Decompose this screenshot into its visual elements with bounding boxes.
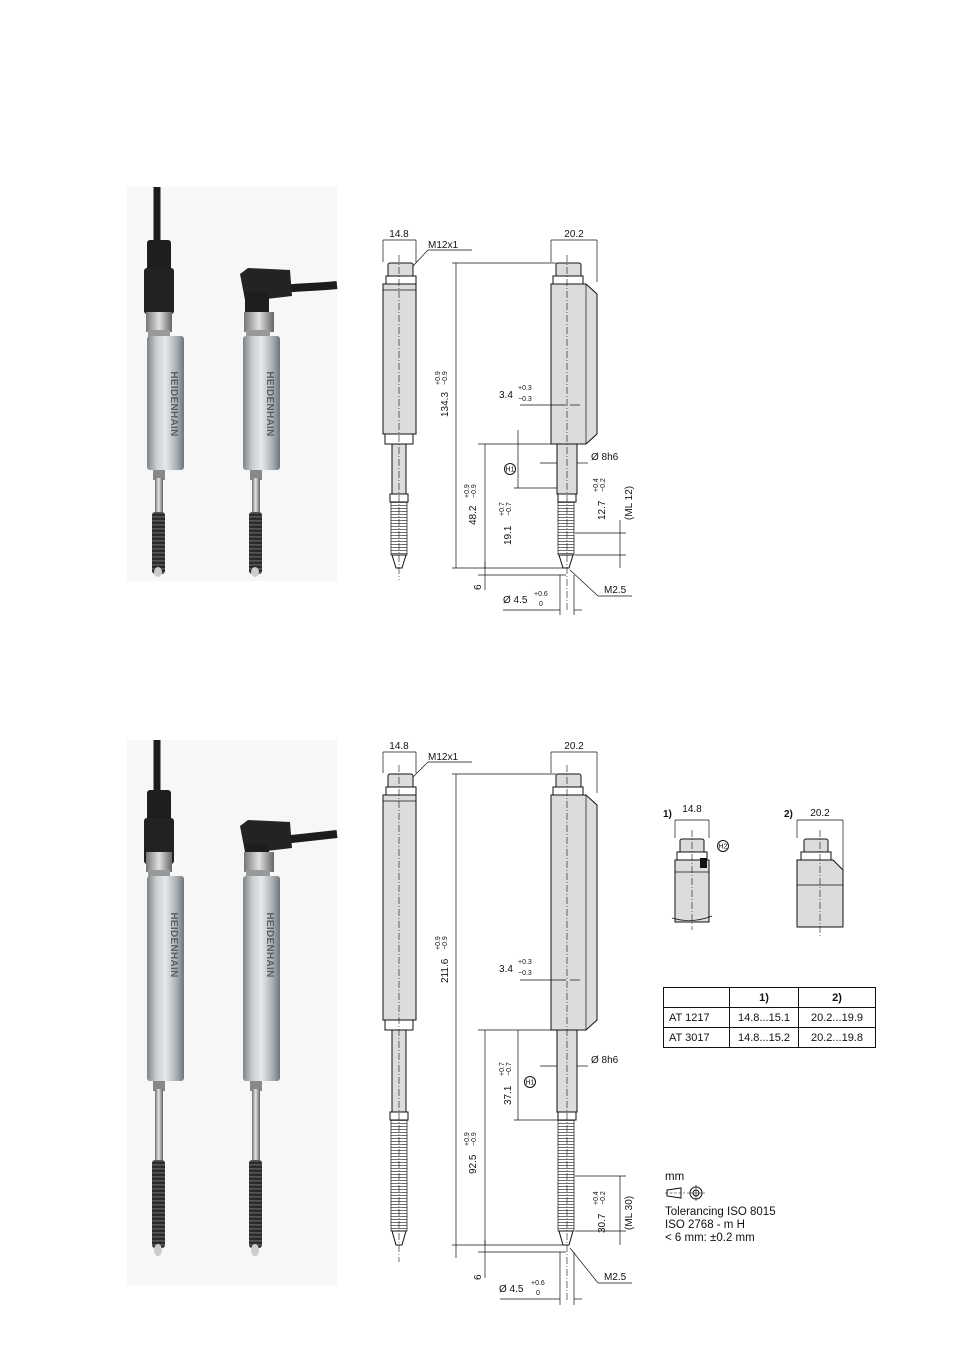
dim-length-total: 211.6 xyxy=(440,958,451,983)
dim-shaft-diameter: Ø 8h6 xyxy=(591,452,619,463)
table-header-row: 1) 2) xyxy=(663,987,876,1008)
table-cell: 14.8...15.2 xyxy=(729,1027,799,1048)
dim-clamp-tol-minus: −0.7 xyxy=(506,502,513,516)
dim-shaft-diameter: Ø 8h6 xyxy=(591,1055,619,1066)
table-cell: 20.2...19.8 xyxy=(798,1027,876,1048)
table-row: AT 3017 14.8...15.2 20.2...19.8 xyxy=(663,1027,876,1048)
dim-offset: 3.4 xyxy=(499,964,513,975)
table-header-cell: 2) xyxy=(798,987,876,1008)
brand-logo-text: HEIDENHAIN xyxy=(168,912,179,977)
dim-measure-tol-minus: −0.2 xyxy=(600,478,607,492)
detail-1-marker: H2 xyxy=(719,844,728,851)
dim-tip-tol-plus: +0.6 xyxy=(534,591,548,598)
dim-clamp-tol-plus: +0.7 xyxy=(499,502,506,516)
table-cell: 20.2...19.9 xyxy=(798,1007,876,1028)
label-thread: M12x1 xyxy=(428,240,458,251)
table-header-cell: 1) xyxy=(729,987,799,1008)
detail-2-label: 2) xyxy=(784,809,793,820)
dim-offset-tol-plus: +0.3 xyxy=(518,959,532,966)
dim-width-right: 20.2 xyxy=(564,741,584,752)
label-thread: M12x1 xyxy=(428,752,458,763)
legend-line-1: Tolerancing ISO 8015 xyxy=(665,1206,776,1218)
dim-tip-tol-minus: 0 xyxy=(539,601,543,608)
dim-stroke-tol-minus: −0.9 xyxy=(471,484,478,498)
dim-width-left: 14.8 xyxy=(389,741,409,752)
photo-probe-angled-top: HEIDENHAIN xyxy=(215,187,338,581)
dim-offset: 3.4 xyxy=(499,390,513,401)
dim-stroke-tol-plus: +0.9 xyxy=(464,1132,471,1146)
legend-line-2: ISO 2768 - m H xyxy=(665,1219,745,1231)
photo-probe-angled-bottom: HEIDENHAIN xyxy=(215,740,338,1285)
dim-length-total-tol-minus: −0.9 xyxy=(442,936,449,950)
detail-1-label: 1) xyxy=(663,809,672,820)
projection-symbol-icon xyxy=(665,1185,705,1201)
dim-length-total-tol-plus: +0.9 xyxy=(435,371,442,385)
datum-marker: H1 xyxy=(506,467,515,474)
dim-offset-tol-minus: −0.3 xyxy=(518,396,532,403)
dim-clamp-length: 37.1 xyxy=(503,1085,514,1105)
dim-stroke-length: 92.5 xyxy=(468,1154,479,1174)
photo-probe-straight-bottom: HEIDENHAIN xyxy=(127,740,215,1285)
dim-offset-tol-minus: −0.3 xyxy=(518,970,532,977)
tolerance-legend: mm Tolerancing ISO 8015 ISO 2768 - m H <… xyxy=(665,1171,776,1245)
brand-logo-text: HEIDENHAIN xyxy=(168,371,179,436)
table-row: AT 1217 14.8...15.1 20.2...19.9 xyxy=(663,1007,876,1028)
table-cell: 14.8...15.1 xyxy=(729,1007,799,1028)
variant-table: 1) 2) AT 1217 14.8...15.1 20.2...19.9 AT… xyxy=(663,987,876,1048)
table-cell: AT 3017 xyxy=(663,1027,730,1048)
label-tip-thread: M2.5 xyxy=(604,1272,627,1283)
dim-length-total: 134.3 xyxy=(440,392,451,417)
dim-length-total-tol-plus: +0.9 xyxy=(435,936,442,950)
dim-tip-diameter: Ø 4.5 xyxy=(499,1284,524,1295)
dim-measure-length: 12.7 xyxy=(597,500,608,520)
dim-width-left: 14.8 xyxy=(389,229,409,240)
dim-clamp-tol-plus: +0.7 xyxy=(499,1062,506,1076)
dim-length-total-tol-minus: −0.9 xyxy=(442,371,449,385)
dim-stroke-tol-minus: −0.9 xyxy=(471,1132,478,1146)
table-cell: AT 1217 xyxy=(663,1007,730,1028)
detail-1-width: 14.8 xyxy=(682,804,702,815)
dim-width-right: 20.2 xyxy=(564,229,584,240)
dim-stroke-tol-plus: +0.9 xyxy=(464,484,471,498)
dim-measure-tol-plus: +0.4 xyxy=(593,478,600,492)
label-measuring-length: (ML 12) xyxy=(624,486,635,520)
datum-marker: H1 xyxy=(526,1080,535,1087)
label-measuring-length: (ML 30) xyxy=(624,1196,635,1230)
detail-2-width: 20.2 xyxy=(810,808,830,819)
legend-line-3: < 6 mm: ±0.2 mm xyxy=(665,1232,755,1244)
dim-tip-diameter: Ø 4.5 xyxy=(503,595,528,606)
dimension-drawing-bottom: 14.8 20.2 M12x1 211.6 +0.9 −0.9 3.4 +0.3… xyxy=(382,741,635,1305)
dim-tip-offset: 6 xyxy=(473,584,484,590)
dim-tip-tol-plus: +0.6 xyxy=(531,1280,545,1287)
dim-measure-tol-minus: −0.2 xyxy=(600,1191,607,1205)
dim-tip-offset: 6 xyxy=(473,1274,484,1280)
dim-clamp-tol-minus: −0.7 xyxy=(506,1062,513,1076)
brand-logo-text: HEIDENHAIN xyxy=(264,371,275,436)
dimension-drawing-top: 14.8 20.2 M12x1 134.3 +0.9 −0.9 3.4 +0.3… xyxy=(382,229,635,615)
table-header-cell xyxy=(663,987,730,1008)
dim-tip-tol-minus: 0 xyxy=(536,1290,540,1297)
dim-measure-tol-plus: +0.4 xyxy=(593,1191,600,1205)
unit-label: mm xyxy=(665,1171,685,1183)
brand-logo-text: HEIDENHAIN xyxy=(264,912,275,977)
dim-clamp-length: 19.1 xyxy=(503,525,514,545)
detail-view-1: 1) 14.8 H2 xyxy=(663,804,729,930)
detail-view-2: 2) 20.2 xyxy=(784,808,844,936)
dim-measure-length: 30.7 xyxy=(597,1213,608,1233)
photo-probe-straight-top: HEIDENHAIN xyxy=(127,187,215,581)
label-tip-thread: M2.5 xyxy=(604,585,627,596)
dim-offset-tol-plus: +0.3 xyxy=(518,385,532,392)
dim-stroke-length: 48.2 xyxy=(468,505,479,525)
